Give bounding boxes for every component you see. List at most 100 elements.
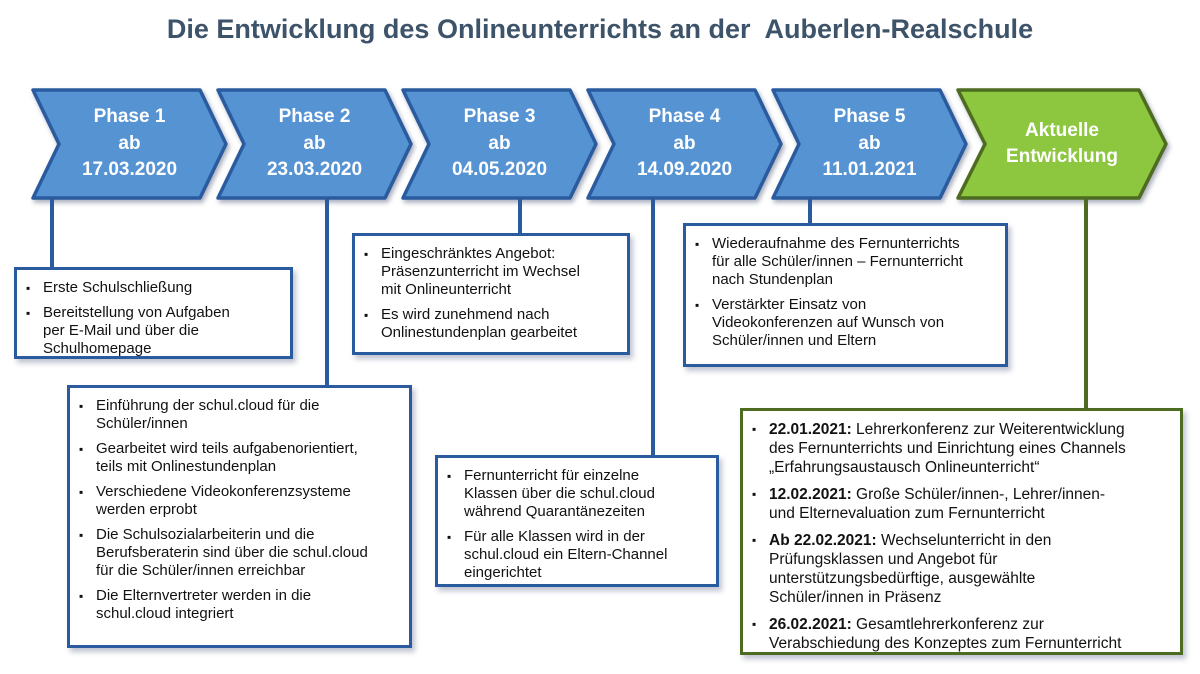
phase-2-chevron: Phase 2 ab 23.03.2020 [216, 88, 413, 200]
list-item: ▪ 22.01.2021: Lehrerkonferenz zur Weiter… [752, 420, 1176, 477]
current-line1: Aktuelle [1025, 119, 1099, 141]
list-item-text: Verstärkter Einsatz von Videokonferenzen… [712, 296, 945, 349]
phase-name: Phase 4 [648, 106, 721, 128]
list-item-text: 12.02.2021: Große Schüler/innen-, Lehrer… [769, 485, 1126, 523]
callout-box-phase5: ▪ Wiederaufnahme des Fernunterrichts für… [683, 223, 1008, 367]
chevron-label: Phase 1 ab 17.03.2020 [31, 88, 228, 200]
timeline-connector-phase5 [808, 197, 812, 225]
list-item-text: Fernunterricht für einzelne Klassen über… [464, 467, 655, 520]
list-item: ▪ Erste Schulschließung [26, 279, 286, 297]
bullet-icon: ▪ [752, 422, 757, 436]
bullet-icon: ▪ [79, 442, 84, 456]
phase-ab: ab [858, 132, 881, 154]
list-item-text: Eingeschränktes Angebot: Präsenzunterric… [381, 245, 580, 298]
list-item: ▪ 26.02.2021: Gesamtlehrerkonferenz zur … [752, 615, 1176, 653]
bullet-icon: ▪ [26, 306, 31, 320]
chevron-shape-icon [31, 88, 228, 200]
current-line2: Entwicklung [1006, 146, 1118, 167]
list-item: ▪ Bereitstellung von Aufgaben per E-Mail… [26, 304, 286, 358]
chevron-shape-icon [586, 88, 783, 200]
chevron-label: Aktuelle Entwicklung [956, 88, 1168, 200]
chevron-shape-icon [401, 88, 598, 200]
chevron-label: Phase 4 ab 14.09.2020 [586, 88, 783, 200]
page-title: Die Entwicklung des Onlineunterrichts an… [166, 14, 1034, 44]
phase-ab: ab [118, 132, 141, 154]
event-date: 12.02.2021: [769, 486, 852, 503]
chevron-shape-icon [956, 88, 1168, 200]
callout-box-phase3: ▪ Eingeschränktes Angebot: Präsenzunterr… [352, 233, 630, 355]
chevron-shape-icon [771, 88, 968, 200]
event-text: Große Schüler/innen-, Lehrer/innen- und … [769, 486, 1106, 522]
bullet-icon: ▪ [79, 589, 84, 603]
phase-date: 11.01.2021 [822, 159, 917, 181]
list-item: ▪ Wiederaufnahme des Fernunterrichts für… [695, 235, 1001, 289]
list-item: ▪ Eingeschränktes Angebot: Präsenzunterr… [364, 245, 623, 299]
bullet-icon: ▪ [752, 617, 757, 631]
phase-name: Phase 2 [278, 106, 351, 128]
event-text: Lehrerkonferenz zur Weiterentwicklung de… [769, 421, 1126, 476]
list-item: ▪ Gearbeitet wird teils aufgabenorientie… [79, 440, 405, 476]
bullet-icon: ▪ [79, 399, 84, 413]
event-date: Ab 22.02.2021: [769, 532, 877, 549]
timeline-connector-phase2 [325, 197, 329, 387]
timeline-connector-phase4 [651, 197, 655, 457]
list-item: ▪ Die Elternvertreter werden in die schu… [79, 587, 405, 623]
current-development-chevron: Aktuelle Entwicklung [956, 88, 1168, 200]
bullet-icon: ▪ [752, 533, 757, 547]
list-item: ▪ Einführung der schul.cloud für die Sch… [79, 397, 405, 433]
bullet-icon: ▪ [79, 485, 84, 499]
callout-box-current-development: ▪ 22.01.2021: Lehrerkonferenz zur Weiter… [740, 408, 1183, 655]
bullet-icon: ▪ [364, 247, 369, 261]
bullet-icon: ▪ [26, 281, 31, 295]
list-item: ▪ Es wird zunehmend nach Onlinestundenpl… [364, 306, 623, 342]
phase-ab: ab [303, 132, 326, 154]
list-item-text: 26.02.2021: Gesamtlehrerkonferenz zur Ve… [769, 615, 1126, 653]
list-item-text: Ab 22.02.2021: Wechselunterricht in den … [769, 531, 1126, 607]
list-item-text: Wiederaufnahme des Fernunterrichts für a… [712, 235, 963, 288]
bullet-icon: ▪ [695, 298, 700, 312]
list-item-text: Gearbeitet wird teils aufgabenorientiert… [96, 440, 358, 475]
list-item: ▪ Verschiedene Videokonferenzsysteme wer… [79, 483, 405, 519]
list-item-text: Die Elternvertreter werden in die schul.… [96, 587, 312, 622]
chevron-shape-icon [216, 88, 413, 200]
timeline-connector-phase1 [50, 197, 54, 269]
list-item-text: Es wird zunehmend nach Onlinestundenplan… [381, 306, 577, 341]
list-item: ▪ Verstärkter Einsatz von Videokonferenz… [695, 296, 1001, 350]
event-text: Wechselunterricht in den Prüfungsklassen… [769, 532, 1052, 606]
phase-3-chevron: Phase 3 ab 04.05.2020 [401, 88, 598, 200]
phase-4-chevron: Phase 4 ab 14.09.2020 [586, 88, 783, 200]
timeline-connector-current [1084, 197, 1088, 410]
phase-date: 17.03.2020 [81, 159, 178, 181]
bullet-icon: ▪ [364, 308, 369, 322]
event-date: 26.02.2021: [769, 616, 852, 633]
bullet-icon: ▪ [695, 237, 700, 251]
list-item: ▪ 12.02.2021: Große Schüler/innen-, Lehr… [752, 485, 1176, 523]
list-item-text: Verschiedene Videokonferenzsysteme werde… [96, 483, 351, 518]
list-item-text: Erste Schulschließung [43, 279, 193, 296]
callout-box-phase4: ▪ Fernunterricht für einzelne Klassen üb… [435, 455, 719, 587]
bullet-icon: ▪ [447, 530, 452, 544]
callout-box-phase2: ▪ Einführung der schul.cloud für die Sch… [67, 385, 412, 648]
list-item-text: Einführung der schul.cloud für die Schül… [96, 397, 320, 432]
timeline-connector-phase3 [518, 197, 522, 235]
phase-1-chevron: Phase 1 ab 17.03.2020 [31, 88, 228, 200]
phase-name: Phase 1 [93, 106, 166, 128]
list-item-text: Die Schulsozialarbeiterin und die Berufs… [96, 526, 368, 579]
phase-5-chevron: Phase 5 ab 11.01.2021 [771, 88, 968, 200]
event-date: 22.01.2021: [769, 421, 852, 438]
bullet-icon: ▪ [79, 528, 84, 542]
phase-date: 04.05.2020 [451, 159, 548, 181]
callout-box-phase1: ▪ Erste Schulschließung ▪ Bereitstellung… [14, 267, 293, 359]
phase-ab: ab [673, 132, 696, 154]
list-item: ▪ Die Schulsozialarbeiterin und die Beru… [79, 526, 405, 580]
list-item: ▪ Für alle Klassen wird in der schul.clo… [447, 528, 712, 582]
phase-date: 23.03.2020 [266, 159, 363, 181]
phase-name: Phase 5 [833, 106, 906, 128]
chevron-label: Phase 5 ab 11.01.2021 [771, 88, 968, 200]
list-item: ▪ Ab 22.02.2021: Wechselunterricht in de… [752, 531, 1176, 607]
phase-name: Phase 3 [463, 106, 536, 128]
list-item-text: Für alle Klassen wird in der schul.cloud… [464, 528, 668, 581]
chevron-label: Phase 3 ab 04.05.2020 [401, 88, 598, 200]
chevron-label: Phase 2 ab 23.03.2020 [216, 88, 413, 200]
